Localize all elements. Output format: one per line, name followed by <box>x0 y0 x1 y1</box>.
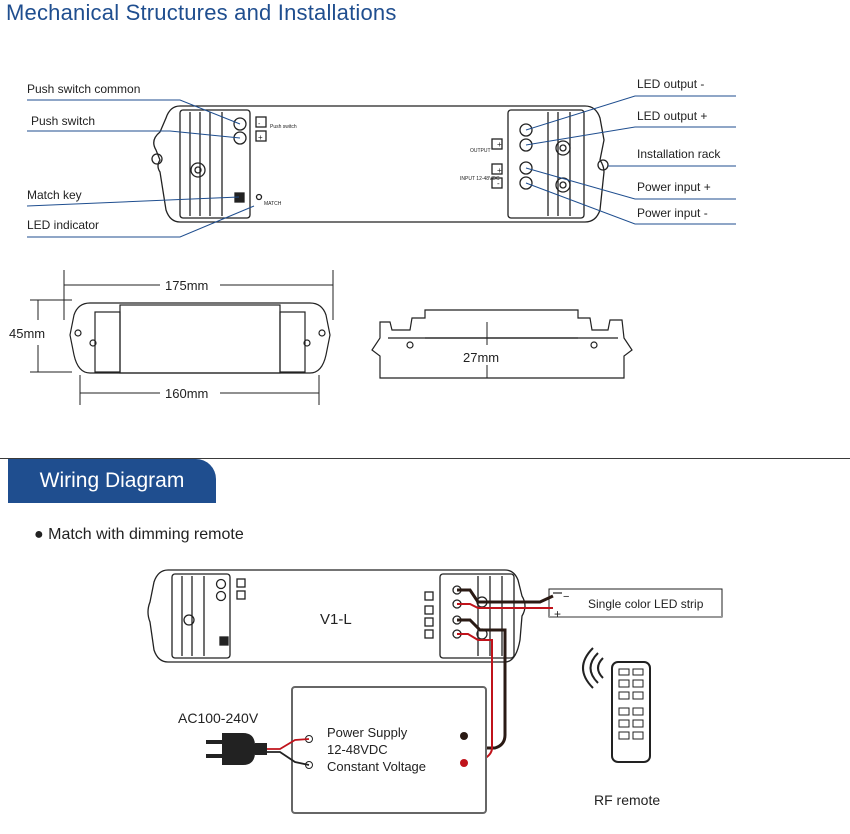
led-strip <box>548 588 723 618</box>
led-strip-minus: − <box>563 591 569 603</box>
output-wires <box>457 588 554 609</box>
dim-length-inner: 160mm <box>165 386 208 401</box>
callout-installation-rack: Installation rack <box>637 147 721 161</box>
callout-push-switch: Push switch <box>31 114 95 128</box>
dim-width: 45mm <box>9 326 45 341</box>
callout-lines-right <box>525 95 736 225</box>
callout-power-input-pos: Power input + <box>637 180 711 194</box>
led-strip-label: Single color LED strip <box>588 597 704 611</box>
dimension-front-view <box>69 302 331 374</box>
psu-label-1: Power Supply <box>327 725 408 740</box>
power-supply <box>291 686 487 814</box>
controller-top-view <box>151 105 609 223</box>
section-tab-wiring: Wiring Diagram <box>8 459 216 503</box>
rf-remote-label: RF remote <box>594 792 660 808</box>
ac-label: AC100-240V <box>178 710 259 726</box>
section-title-mechanical: Mechanical Structures and Installations <box>6 0 397 25</box>
bullet-match-remote: ● Match with dimming remote <box>34 526 244 543</box>
device-minus-label: + <box>258 133 263 142</box>
psu-label-2: 12-48VDC <box>327 742 388 757</box>
output-small-label: OUTPUT <box>470 148 491 154</box>
ac-plug-icon <box>206 733 310 766</box>
push-switch-small-label: Push switch <box>270 124 297 130</box>
callout-match-key: Match key <box>27 188 82 202</box>
section-divider <box>0 458 850 459</box>
callout-push-switch-common: Push switch common <box>27 82 140 96</box>
callout-lines-left <box>26 99 255 238</box>
input-minus-label: - <box>497 179 500 188</box>
device-plus-label: - <box>258 121 261 128</box>
dimension-lines-front <box>30 270 334 405</box>
callout-led-indicator: LED indicator <box>27 218 99 232</box>
output-plus-label: + <box>497 140 502 149</box>
psu-label-3: Constant Voltage <box>327 759 426 774</box>
input-plus-label: + <box>497 166 502 175</box>
dim-length-outer: 175mm <box>165 278 208 293</box>
callout-power-input-neg: Power input - <box>637 206 708 220</box>
callout-led-output-neg: LED output - <box>637 77 704 91</box>
rf-remote-icon <box>582 647 651 763</box>
match-small-label: MATCH <box>264 201 282 207</box>
dimension-side-view <box>371 309 633 379</box>
dim-height: 27mm <box>463 350 499 365</box>
led-strip-plus: + <box>554 607 561 621</box>
input-small-label: INPUT 12-48VDC <box>460 176 500 182</box>
controller-model-label: V1-L <box>320 611 352 628</box>
callout-led-output-pos: LED output + <box>637 109 707 123</box>
